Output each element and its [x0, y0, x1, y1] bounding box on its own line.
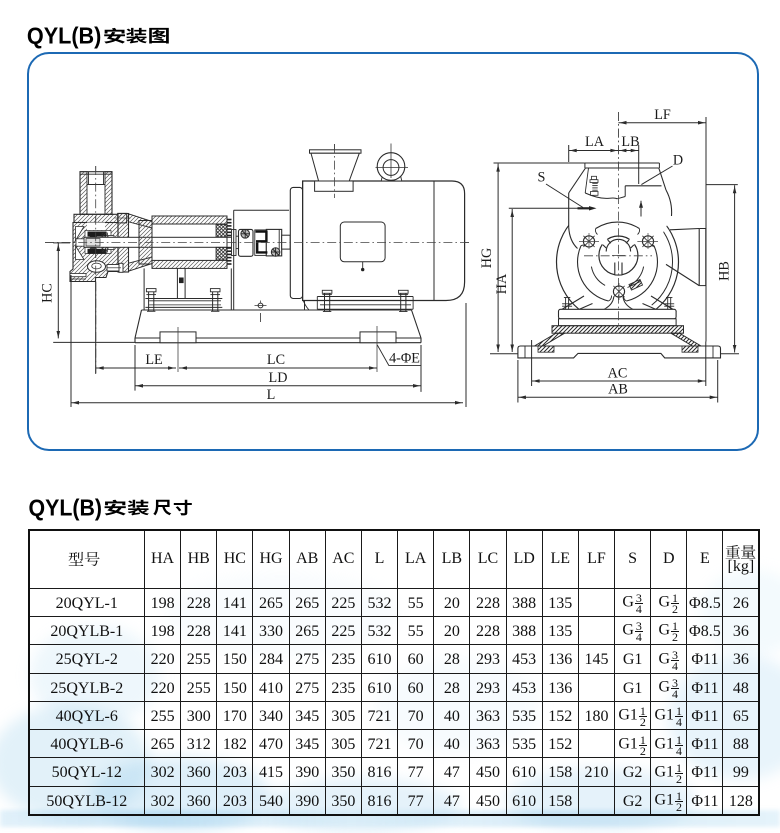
svg-text:S: S: [538, 170, 546, 186]
svg-text:HA: HA: [494, 273, 510, 294]
svg-text:LD: LD: [269, 370, 288, 386]
svg-text:LB: LB: [621, 134, 639, 150]
svg-text:D: D: [673, 153, 683, 169]
svg-text:LA: LA: [585, 134, 605, 150]
svg-text:LF: LF: [654, 107, 671, 123]
svg-text:LE: LE: [145, 352, 162, 368]
svg-text:QYL(B): QYL(B): [27, 22, 102, 48]
svg-text:AB: AB: [608, 382, 628, 398]
svg-text:4-ΦE: 4-ΦE: [389, 351, 420, 367]
svg-text:AC: AC: [608, 366, 628, 382]
svg-text:HG: HG: [479, 248, 495, 269]
svg-text:L: L: [267, 387, 276, 403]
svg-text:LC: LC: [267, 352, 285, 368]
svg-text:HC: HC: [40, 283, 56, 303]
svg-text:HB: HB: [716, 261, 732, 281]
svg-text:QYL(B): QYL(B): [29, 494, 103, 520]
